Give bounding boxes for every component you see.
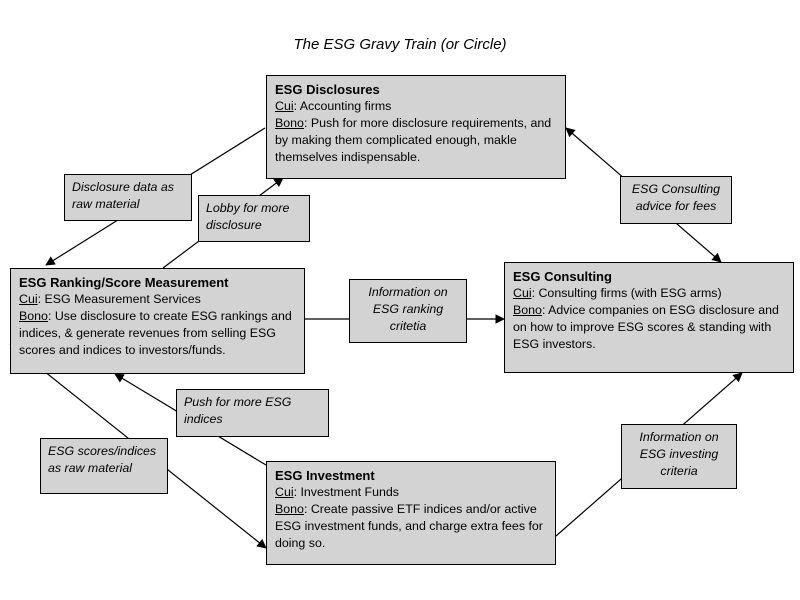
bono-label: Bono bbox=[19, 309, 48, 323]
box-esg-investment: ESG Investment Cui: Investment Funds Bon… bbox=[266, 461, 556, 565]
edge-label-lobby: Lobby for more disclosure bbox=[198, 195, 310, 242]
bono-text: : Push for more disclosure requirements,… bbox=[275, 116, 552, 164]
box-esg-disclosures: ESG Disclosures Cui: Accounting firms Bo… bbox=[266, 75, 566, 179]
bono-label: Bono bbox=[275, 502, 304, 516]
diagram-title: The ESG Gravy Train (or Circle) bbox=[293, 36, 507, 53]
cui-label: Cui bbox=[513, 286, 532, 300]
box-title: ESG Disclosures bbox=[275, 82, 380, 97]
bono-text: : Create passive ETF indices and/or acti… bbox=[275, 502, 543, 550]
cui-text: : ESG Measurement Services bbox=[37, 292, 201, 306]
edge-label-info-ranking: Information on ESG ranking critetia bbox=[349, 279, 467, 343]
edge-label-scores-raw: ESG scores/indices as raw material bbox=[40, 438, 168, 494]
box-title: ESG Investment bbox=[275, 468, 375, 483]
box-esg-consulting: ESG Consulting Cui: Consulting firms (wi… bbox=[504, 262, 794, 373]
edge-label-disclosure-data: Disclosure data as raw material bbox=[64, 174, 192, 221]
bono-text: : Use disclosure to create ESG rankings … bbox=[19, 309, 292, 357]
bono-label: Bono bbox=[275, 116, 304, 130]
bono-label: Bono bbox=[513, 303, 542, 317]
cui-label: Cui bbox=[275, 485, 294, 499]
cui-label: Cui bbox=[19, 292, 38, 306]
bono-text: : Advice companies on ESG disclosure and… bbox=[513, 303, 779, 351]
edge-label-consulting-advice: ESG Consulting advice for fees bbox=[620, 176, 732, 224]
cui-text: : Consulting firms (with ESG arms) bbox=[531, 286, 722, 300]
cui-text: : Investment Funds bbox=[293, 485, 399, 499]
edge-label-info-investing: Information on ESG investing criteria bbox=[621, 424, 737, 489]
box-esg-ranking: ESG Ranking/Score Measurement Cui: ESG M… bbox=[10, 268, 305, 374]
box-title: ESG Ranking/Score Measurement bbox=[19, 275, 229, 290]
cui-text: : Accounting firms bbox=[293, 99, 392, 113]
box-title: ESG Consulting bbox=[513, 269, 612, 284]
edge-label-push-indices: Push for more ESG indices bbox=[176, 389, 329, 437]
cui-label: Cui bbox=[275, 99, 294, 113]
